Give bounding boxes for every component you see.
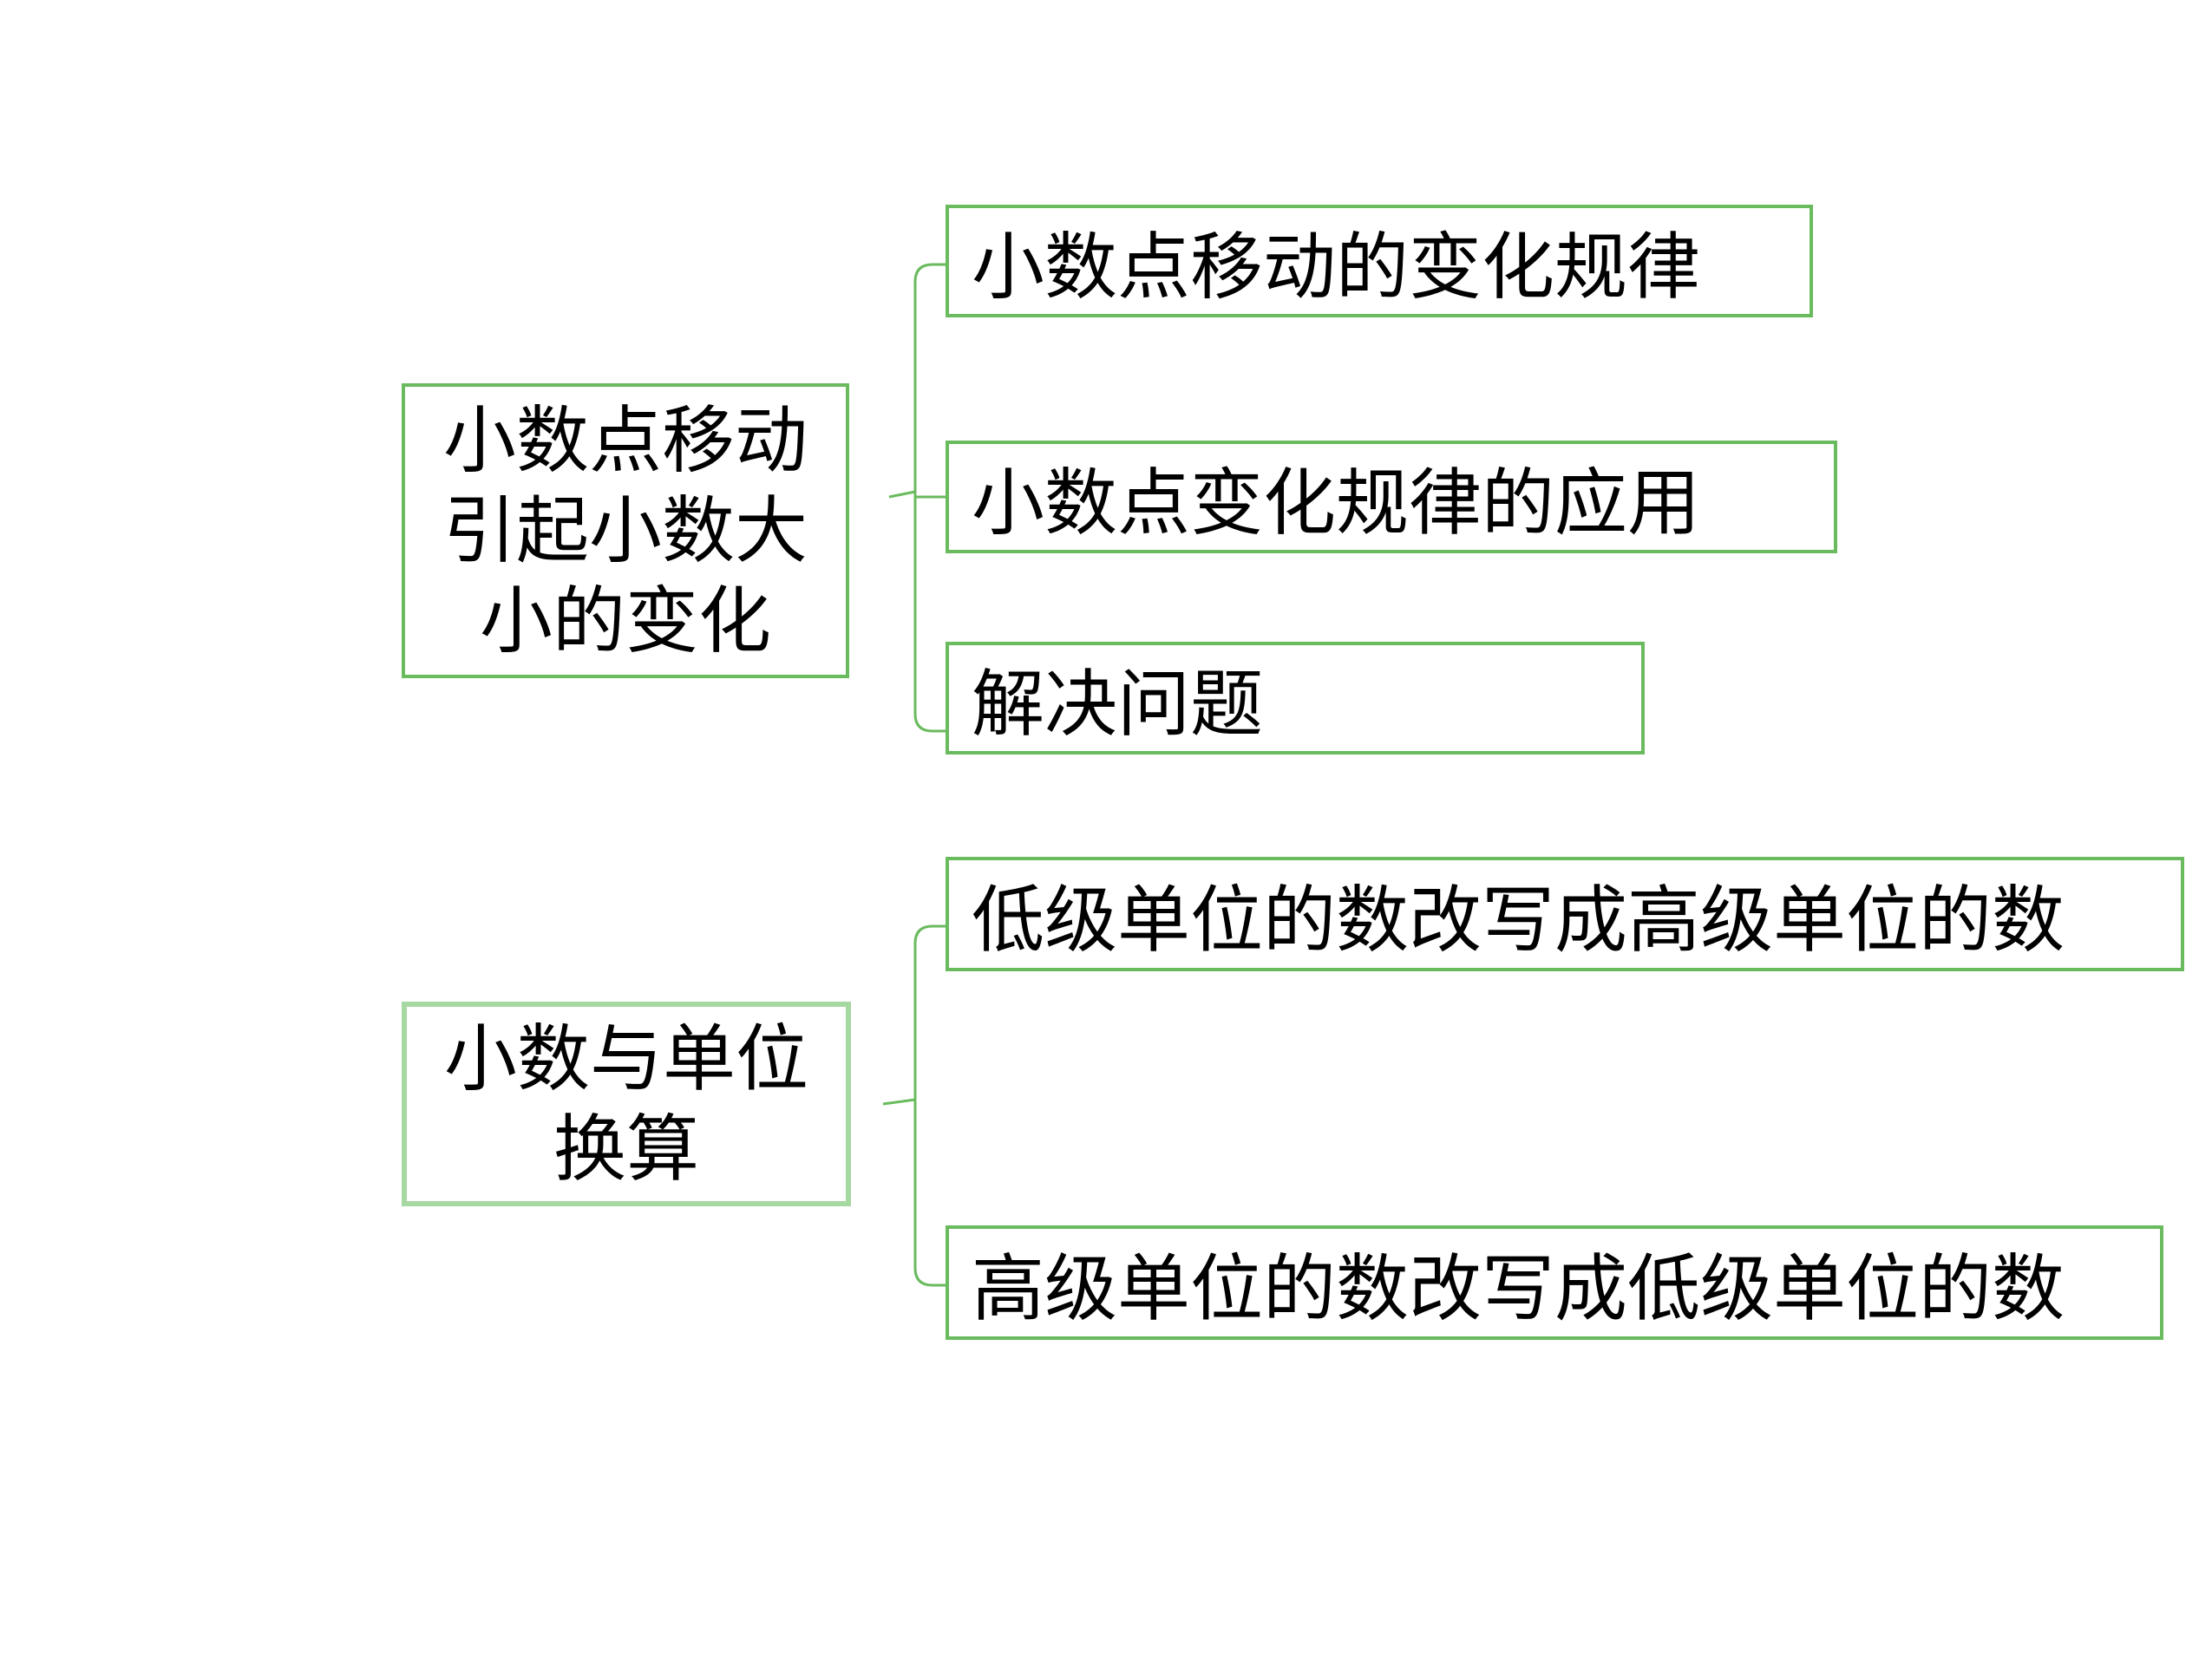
- root-node-unit-conversion: 小数与单位换算: [402, 1002, 851, 1206]
- leaf-node-problem-solving: 解决问题: [946, 642, 1645, 754]
- leaf-node-label: 高级单位的数改写成低级单位的数: [972, 1245, 2065, 1331]
- root-node-decimal-point-move: 小数点移动引起小数大小的变化: [402, 383, 849, 678]
- leaf-node-high-to-low-unit: 高级单位的数改写成低级单位的数: [946, 1225, 2163, 1340]
- leaf-node-rule-application: 小数点变化规律的应用: [946, 441, 1837, 553]
- leaf-node-change-rule: 小数点移动的变化规律: [946, 205, 1813, 317]
- leaf-node-label: 小数点移动的变化规律: [972, 224, 1701, 310]
- leaf-node-label: 解决问题: [972, 661, 1264, 747]
- leaf-node-low-to-high-unit: 低级单位的数改写成高级单位的数: [946, 857, 2184, 971]
- connector-group-2: [882, 924, 946, 1287]
- leaf-node-label: 低级单位的数改写成高级单位的数: [972, 877, 2065, 963]
- leaf-node-label: 小数点变化规律的应用: [972, 460, 1701, 545]
- connector-group-1: [888, 263, 946, 733]
- root-node-label: 小数点移动引起小数大小的变化: [442, 398, 808, 663]
- root-node-label: 小数与单位换算: [443, 1016, 808, 1192]
